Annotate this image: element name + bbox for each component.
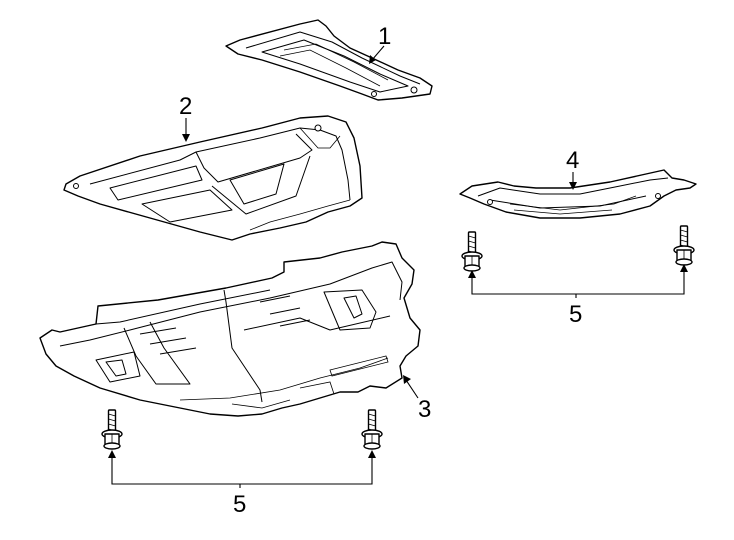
part-2-middle-shield: [63, 115, 363, 241]
part-4-side-shield: [459, 169, 697, 219]
part-3-lower-shield: [39, 241, 421, 417]
bolt-right-rear: [673, 225, 695, 266]
callout-part-2: 2: [179, 93, 192, 120]
leader-part-5-rear: [468, 264, 688, 298]
part-1-upper-shield: [225, 19, 433, 101]
leader-part-5-front: [108, 450, 376, 488]
leader-part-3: [403, 375, 419, 399]
bolt-left-front: [101, 409, 123, 450]
leader-part-2: [182, 118, 190, 142]
bolt-right-front: [361, 409, 383, 450]
callout-part-5-rear: 5: [569, 301, 582, 328]
leader-part-1: [369, 45, 385, 64]
callout-part-5-front: 5: [233, 491, 246, 518]
callout-part-1: 1: [378, 23, 391, 50]
bolt-left-rear: [461, 231, 483, 272]
callout-part-4: 4: [566, 147, 579, 174]
leader-part-4: [569, 172, 577, 190]
callout-part-3: 3: [418, 396, 431, 423]
